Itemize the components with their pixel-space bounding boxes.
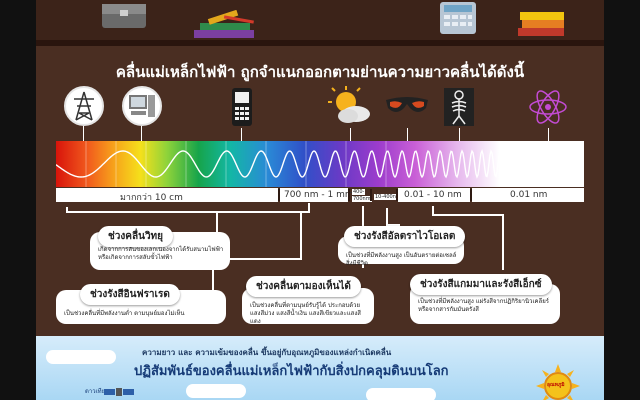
- leader-line: [300, 212, 302, 260]
- leader-line: [308, 203, 310, 213]
- connector-line: [241, 128, 242, 141]
- sunglasses-icon: [384, 86, 428, 128]
- scale-label-xray: 0.01 - 10 nm: [404, 190, 462, 200]
- leader-line: [66, 207, 68, 211]
- sun-cloud-icon: [328, 86, 370, 128]
- callout-gamma-desc: เป็นช่วงที่มีพลังงานสูง แผ่รังสีจากปฏิกิ…: [418, 298, 549, 313]
- scale-bar-radio: [56, 188, 278, 202]
- callout-visible-desc: เป็นช่วงคลื่นที่ตามนุษย์รับรู้ได้ ประกอบ…: [250, 302, 361, 325]
- infographic-board: คลื่นแม่เหล็กไฟฟ้า ถูกจำแนกออกตามย่านควา…: [36, 0, 604, 400]
- leader-line: [386, 224, 400, 226]
- cloud-shape: [186, 384, 246, 398]
- callout-gamma-title: ช่วงรังสีแกมมาและรังสีเอ็กซ์: [410, 274, 552, 295]
- satellite-label: ดาวเทียม: [85, 388, 110, 395]
- sun-icon: [536, 364, 580, 400]
- books-and-pencils-icon: [194, 9, 264, 46]
- leader-line: [212, 260, 214, 300]
- cloud-shape: [46, 350, 116, 364]
- scale-bar-gamma: [472, 188, 584, 202]
- wave-line: [56, 141, 584, 187]
- leader-line: [432, 214, 504, 216]
- scale-tick: [278, 189, 280, 201]
- connector-line: [407, 128, 408, 141]
- bottom-title: ปฏิสัมพันธ์ของคลื่นแม่เหล็กไฟฟ้ากับสิ่งป…: [134, 364, 449, 379]
- scale-label-gamma: 0.01 nm: [510, 190, 548, 200]
- leader-line: [66, 211, 308, 213]
- mobile-phone-icon: [222, 86, 262, 128]
- calculator-icon: [438, 2, 478, 40]
- callout-infrared-title: ช่วงรังสีอินฟราเรด: [80, 284, 180, 305]
- scale-bar-xray: [398, 188, 470, 202]
- callout-infrared-desc: เป็นช่วงคลื่นที่มีพลังงานต่ำ ตามนุษย์มอง…: [64, 310, 185, 317]
- shelf-edge: [36, 40, 604, 46]
- scale-label-radio: มากกว่า 10 cm: [120, 193, 183, 203]
- satellite-icon: [104, 384, 134, 400]
- spectrum-band: [56, 141, 584, 187]
- briefcase-icon: [100, 0, 148, 34]
- leader-line: [502, 214, 504, 270]
- callout-uv-title: ช่วงรังสีอัลตราไวโอเลต: [344, 226, 466, 247]
- leader-line: [432, 206, 434, 216]
- leader-line: [212, 258, 302, 260]
- book-stack-icon: [516, 4, 568, 42]
- scale-label-visible-bottom: 700nm: [352, 196, 372, 202]
- scale-tick: [470, 189, 472, 201]
- callout-visible-title: ช่วงคลื่นตามองเห็นได้: [246, 276, 361, 297]
- computer-icon: [122, 86, 162, 126]
- connector-line: [459, 128, 460, 141]
- connector-line: [141, 126, 142, 141]
- connector-line: [350, 128, 351, 141]
- callout-uv-desc: เป็นช่วงที่มีพลังงานสูง เป็นอันตรายต่อเซ…: [346, 252, 457, 267]
- leader-line: [216, 213, 218, 233]
- scale-bar-infrared: [280, 188, 348, 202]
- scale-tick: [348, 189, 350, 201]
- atom-icon: [526, 86, 567, 128]
- sun-label: อุณหภูมิ: [547, 382, 565, 388]
- scale-tick: [370, 189, 372, 201]
- callout-radio-desc: เกิดจากการสั่นของเล็กเนื่องจากได้รับสนาม…: [98, 246, 224, 261]
- x-ray-icon: [444, 86, 484, 128]
- cloud-shape: [366, 388, 436, 400]
- scale-tick: [396, 189, 398, 201]
- scale-label-uv: 10-400nm: [374, 194, 402, 200]
- callout-radio-title: ช่วงคลื่นวิทยุ: [98, 226, 174, 247]
- connector-line: [83, 126, 84, 141]
- leader-line: [386, 208, 388, 226]
- diagram-title: คลื่นแม่เหล็กไฟฟ้า ถูกจำแนกออกตามย่านควา…: [115, 63, 525, 81]
- connector-line: [548, 128, 549, 141]
- scale-label-visible-top: 400-: [352, 189, 366, 195]
- power-tower-icon: [64, 86, 104, 126]
- bottom-subtitle: ความยาว และ ความเข้มของคลื่น ขึ้นอยู่กับ…: [142, 348, 392, 357]
- scale-label-infrared: 700 nm - 1 mm: [284, 190, 354, 200]
